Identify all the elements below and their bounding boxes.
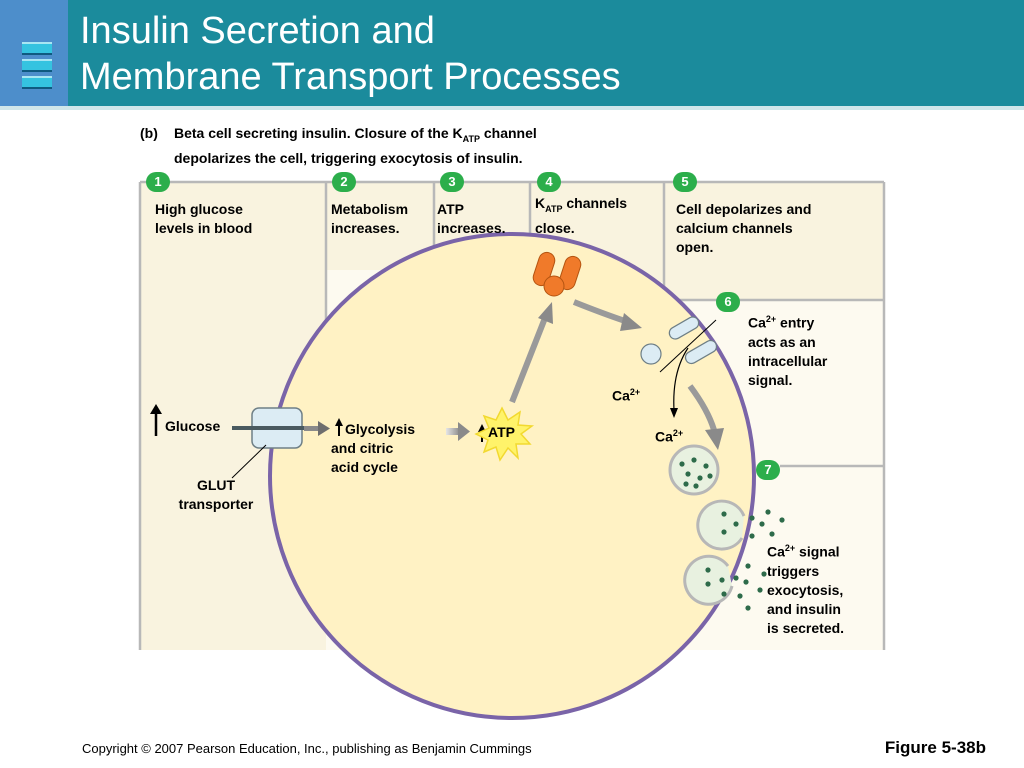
step-badge-4: 4 (537, 172, 561, 192)
step-badge-6: 6 (716, 292, 740, 312)
glut-transporter-shape (231, 407, 318, 479)
slide-title: Insulin Secretion and Membrane Transport… (80, 8, 621, 100)
arrow-channel-to-depolarize (572, 299, 642, 331)
slide-header: Insulin Secretion and Membrane Transport… (0, 0, 1024, 110)
step-badge-7: 7 (756, 460, 780, 480)
vesicle-icon (683, 554, 767, 611)
arrow-to-atp (446, 422, 470, 441)
caption-text: Beta cell secreting insulin. Closure of … (174, 124, 537, 168)
title-line-1: Insulin Secretion and (80, 10, 435, 52)
vesicle-icon (668, 444, 720, 496)
step-badge-2: 2 (332, 172, 356, 192)
stacked-bars-icon (22, 42, 52, 93)
calcium-label-upper: Ca2+ (612, 387, 641, 404)
step-badge-1: 1 (146, 172, 170, 192)
step-badge-5: 5 (673, 172, 697, 192)
glucose-label: Glucose (165, 418, 221, 434)
glycolysis-label: Glycolysis and citric acid cycle (331, 421, 416, 475)
copyright-text: Copyright © 2007 Pearson Education, Inc.… (82, 741, 532, 756)
step-badge-3: 3 (440, 172, 464, 192)
up-arrow-icon (335, 418, 343, 436)
step-4-text: KATP channels close. (535, 195, 628, 236)
header-accent (0, 0, 68, 106)
arrow-atp-to-channel (509, 302, 553, 404)
arrow-to-exocytosis (687, 384, 724, 450)
calcium-label-lower: Ca2+ (655, 428, 684, 445)
vesicle-icon (696, 499, 785, 551)
beta-cell (268, 232, 756, 720)
arrow-to-glycolysis (304, 421, 330, 436)
up-arrow-icon (150, 404, 162, 436)
title-line-2: Membrane Transport Processes (80, 56, 621, 98)
caption-line-1: Beta cell secreting insulin. Closure of … (174, 125, 537, 144)
atp-label: ATP (488, 424, 515, 440)
figure-number: Figure 5-38b (884, 738, 986, 757)
katp-channel-icon (532, 251, 582, 297)
caption-label: (b) (140, 125, 158, 141)
caption-line-2: depolarizes the cell, triggering exocyto… (174, 149, 523, 166)
atp-burst-icon (474, 406, 535, 462)
calcium-channel-icon (640, 316, 718, 418)
